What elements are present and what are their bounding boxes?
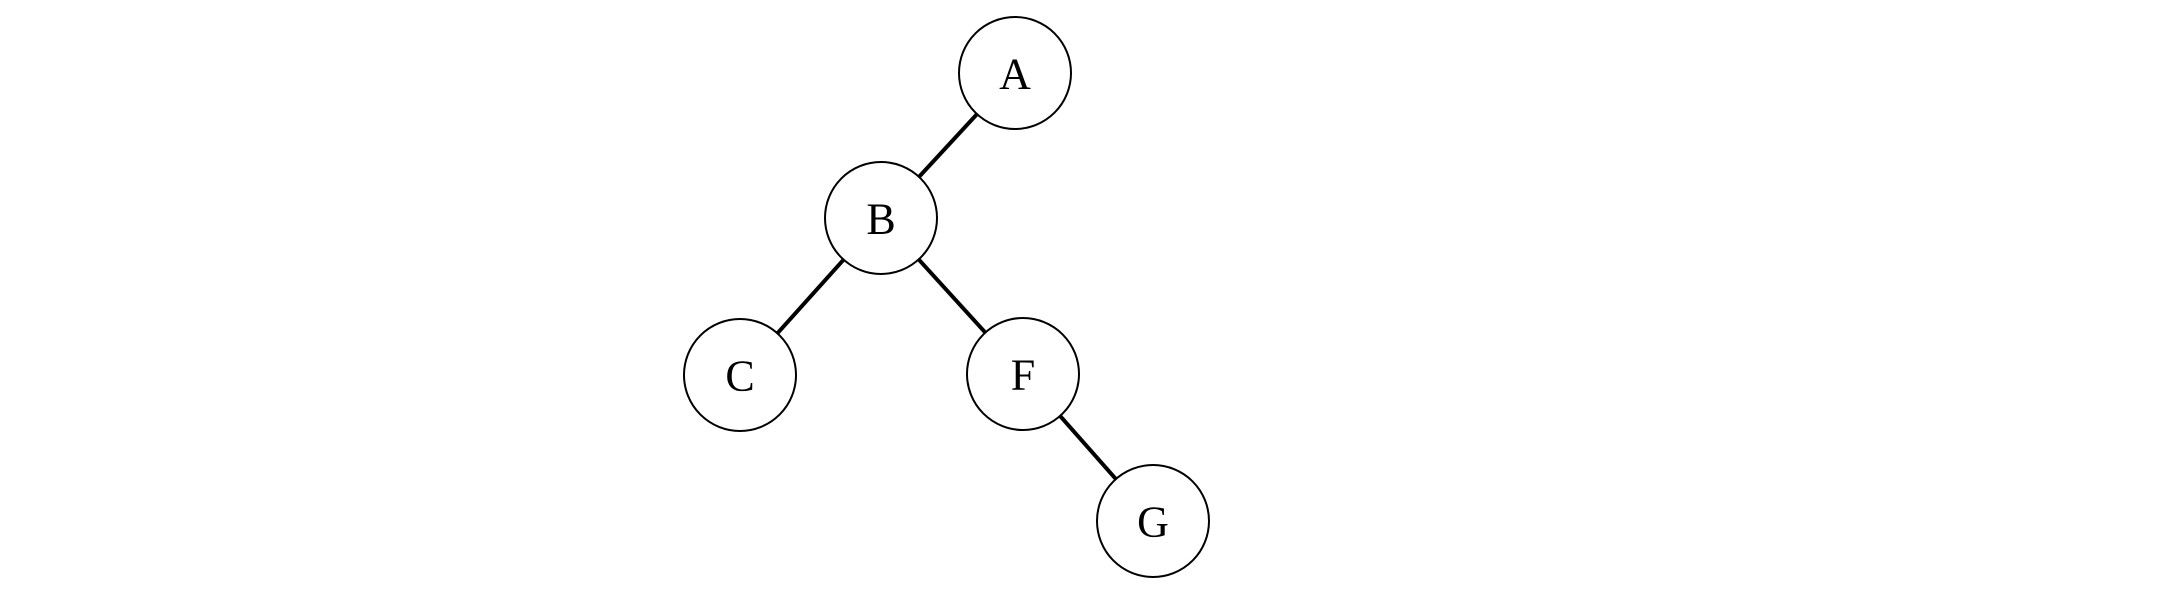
graph-edge-b-c (775, 258, 846, 335)
node-label-b: B (866, 195, 895, 244)
graph-node-g[interactable]: G (1096, 464, 1210, 578)
graph-node-f[interactable]: F (966, 317, 1080, 431)
graph-node-b[interactable]: B (824, 161, 938, 275)
node-circle-g[interactable] (1096, 464, 1210, 578)
graph-edge-b-f (917, 258, 987, 334)
node-label-c: C (725, 352, 754, 401)
node-label-f: F (1011, 351, 1035, 400)
node-circle-b[interactable] (824, 161, 938, 275)
node-circle-a[interactable] (958, 16, 1072, 130)
node-circle-f[interactable] (966, 317, 1080, 431)
node-label-g: G (1137, 498, 1169, 547)
edges-layer (775, 112, 1118, 481)
node-circle-c[interactable] (683, 318, 797, 432)
graph-node-c[interactable]: C (683, 318, 797, 432)
nodes-layer: A B C F G (683, 16, 1210, 578)
graph-node-a[interactable]: A (958, 16, 1072, 130)
graph-edge-a-b (917, 112, 979, 179)
node-label-a: A (999, 50, 1031, 99)
graph-edge-f-g (1058, 414, 1118, 481)
